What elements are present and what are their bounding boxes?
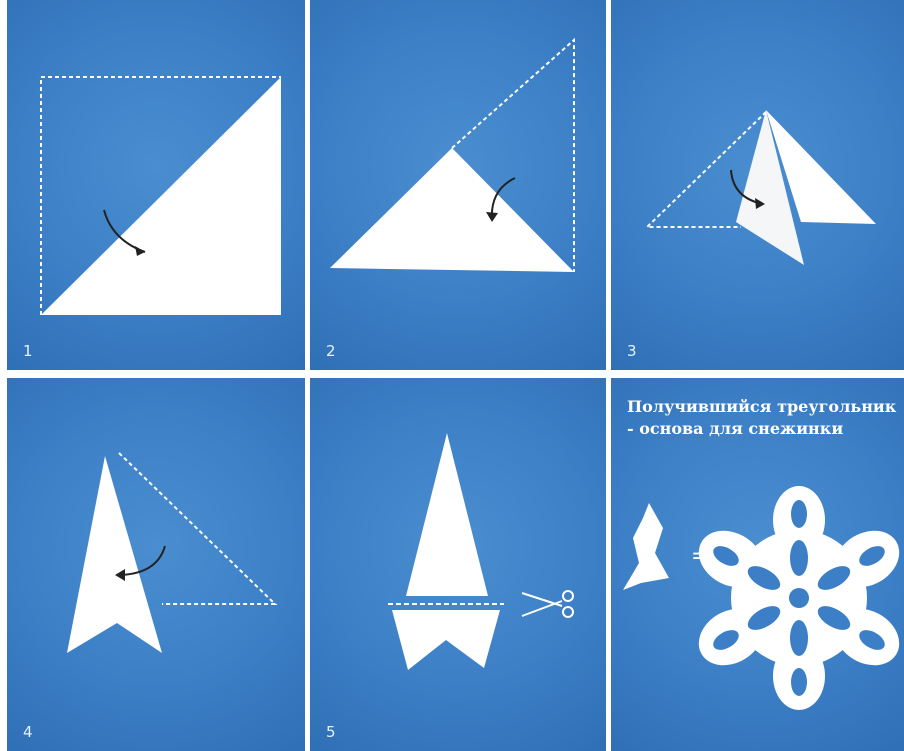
paper-top-piece bbox=[406, 433, 488, 596]
equals-sign: = bbox=[691, 544, 709, 569]
step-5-panel: 5 bbox=[310, 378, 606, 751]
step-5-illustration bbox=[310, 378, 606, 751]
scissors-icon bbox=[522, 591, 573, 617]
step-4-illustration bbox=[7, 378, 305, 751]
paper-triangle bbox=[330, 148, 574, 272]
result-panel: Получившийся треугольник - основа для сн… bbox=[611, 378, 904, 751]
snowflake-icon bbox=[689, 486, 904, 710]
step-3-panel: 3 bbox=[611, 0, 904, 370]
step-3-illustration bbox=[611, 0, 904, 370]
fold-guide-dashed bbox=[119, 453, 275, 604]
step-1-illustration bbox=[7, 0, 305, 370]
step-2-panel: 2 bbox=[310, 0, 606, 370]
result-illustration bbox=[611, 378, 904, 751]
step-number: 2 bbox=[326, 342, 336, 360]
folded-triangle-small bbox=[623, 503, 669, 590]
paper-folded-shape bbox=[67, 456, 162, 653]
paper-triangle bbox=[41, 77, 281, 315]
step-4-panel: 4 bbox=[7, 378, 305, 751]
step-number: 4 bbox=[23, 723, 33, 741]
paper-bottom-piece bbox=[392, 610, 500, 670]
step-number: 1 bbox=[23, 342, 33, 360]
step-1-panel: 1 bbox=[7, 0, 305, 370]
step-2-illustration bbox=[310, 0, 606, 370]
step-number: 3 bbox=[627, 342, 637, 360]
step-number: 5 bbox=[326, 723, 336, 741]
